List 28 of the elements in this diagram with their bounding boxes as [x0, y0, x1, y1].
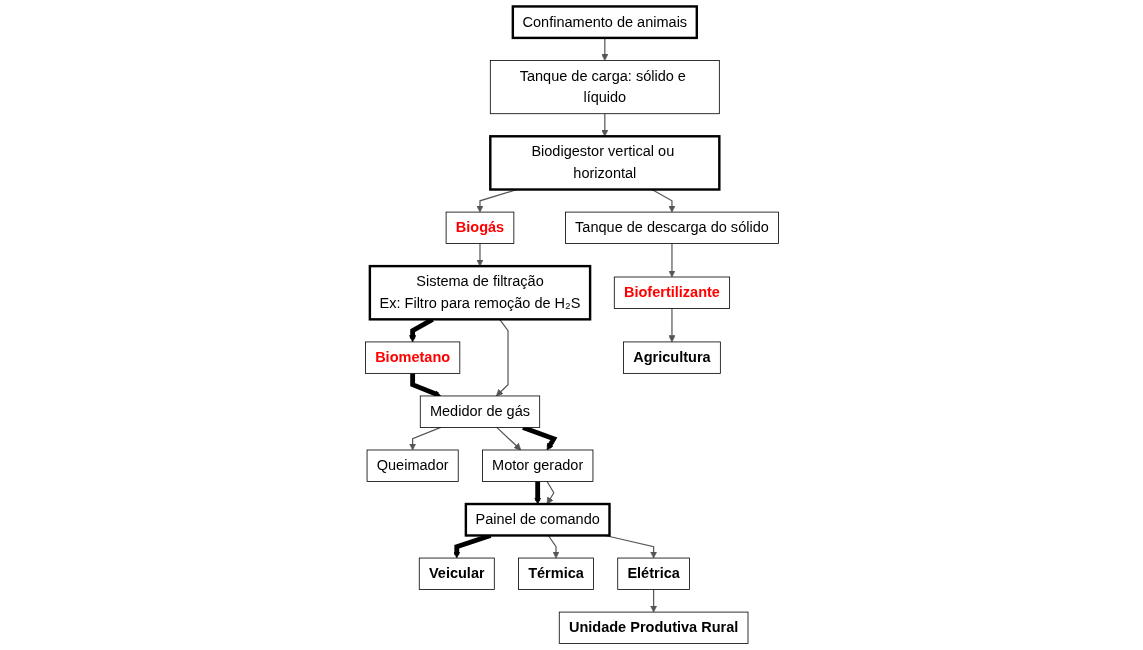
node-box: Confinamento de animais	[511, 5, 698, 40]
arrow	[600, 113, 608, 137]
node-box: Tanque de carga: sólido e líquido	[489, 60, 720, 115]
node-box: Sistema de filtração Ex: Filtro para remoção de H₂S	[368, 264, 591, 321]
node-box: Tanque de descarga do sólido	[564, 211, 779, 244]
node-box: Motor gerador	[481, 449, 593, 482]
arrow	[546, 480, 555, 505]
arrow	[408, 426, 441, 451]
node-box: Térmica	[517, 557, 594, 590]
arrow	[475, 242, 484, 267]
arrow	[667, 242, 676, 278]
node-box: Biodigestor vertical ou horizontal	[488, 135, 721, 191]
node-box: Veicular	[418, 557, 495, 590]
node-box: Biometano	[364, 341, 460, 374]
arrow	[649, 588, 657, 613]
node-box: Biogás	[445, 211, 514, 244]
arrow	[533, 481, 541, 505]
arrow	[409, 373, 441, 397]
node-box: Painel de comando	[464, 502, 611, 537]
arrow	[495, 426, 521, 451]
node-box: Elétrica	[616, 557, 690, 590]
arrow	[667, 307, 676, 343]
node-box: Queimador	[366, 449, 459, 482]
node-box: Agricultura	[622, 341, 721, 374]
node-box: Medidor de gás	[419, 395, 540, 428]
node-box: Unidade Produtiva Rural	[558, 611, 748, 644]
arrow	[600, 37, 608, 61]
node-box: Biofertilizante	[613, 276, 730, 309]
